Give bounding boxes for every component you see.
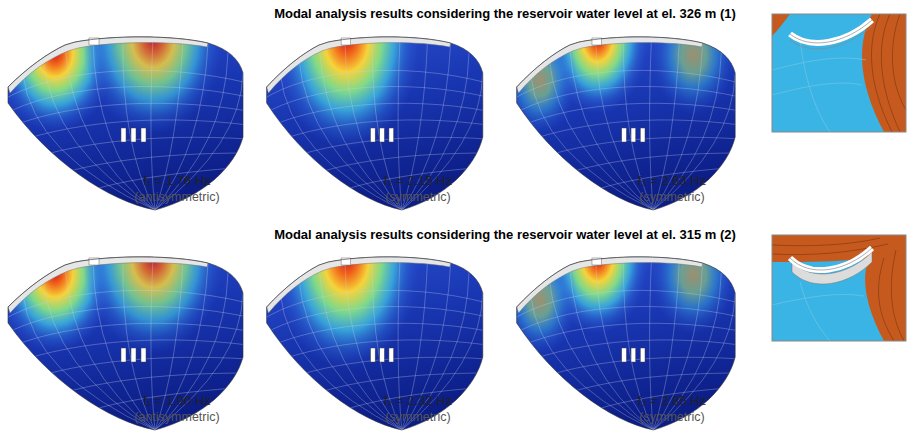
frequency-label: f₃ = 2.63 Hz	[638, 174, 707, 189]
frequency-label: f₂ = 2.32 Hz	[384, 394, 452, 409]
mode-type-label: (symmetric)	[385, 410, 450, 424]
mode-type-label: (symmetric)	[639, 410, 704, 424]
frequency-label: f₂ = 2.15 Hz	[384, 174, 452, 189]
mode-type-label: (symmetric)	[639, 190, 704, 204]
mode-type-label: (symmetric)	[385, 190, 450, 204]
mode-type-label: (antisymmetric)	[134, 410, 219, 424]
figure-heading: Modal analysis results considering the r…	[274, 7, 736, 22]
frequency-label: f₁ = 1.76 Hz	[143, 174, 211, 189]
mode-type-label: (antisymmetric)	[134, 190, 219, 204]
figure-heading: Modal analysis results considering the r…	[274, 228, 736, 243]
frequency-label: f₁ = 1.90 Hz	[143, 394, 211, 409]
frequency-label: f₃ = 2.85 Hz	[638, 394, 707, 409]
